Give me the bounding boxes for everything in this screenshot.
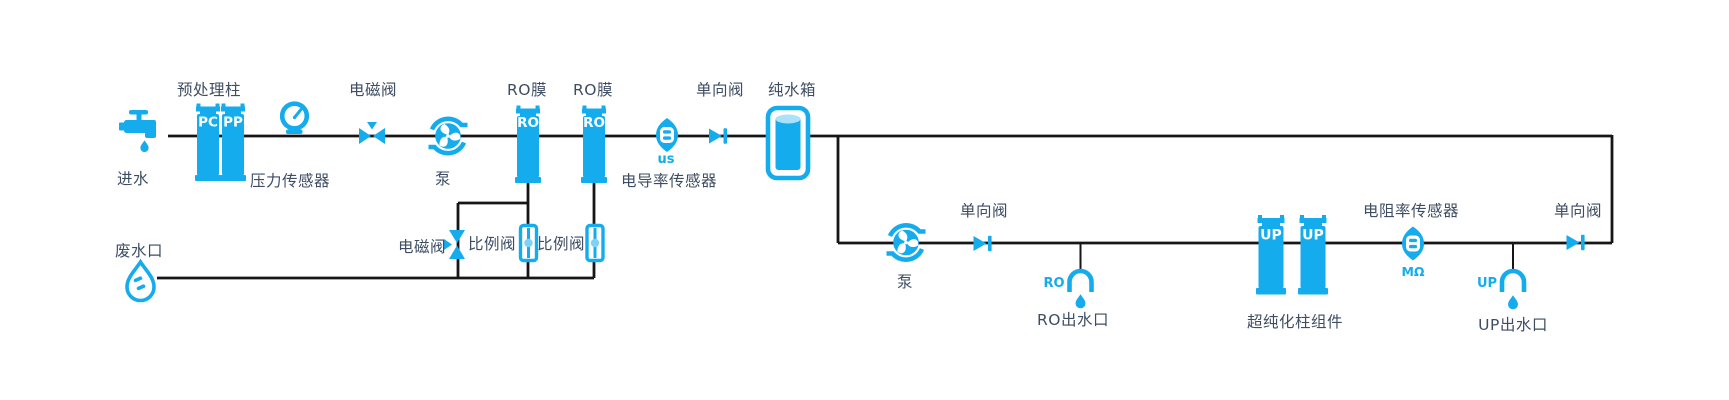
waste-drop-icon <box>125 258 156 303</box>
label-ro-outlet: RO出水口 <box>1037 311 1109 329</box>
label-ro-membrane-2: RO膜 <box>573 81 613 99</box>
up-column-2-icon: UP <box>1298 215 1328 295</box>
label-check-top: 单向阀 <box>695 81 745 99</box>
label-solenoid-top: 电磁阀 <box>348 81 398 99</box>
label-check-mid: 单向阀 <box>959 202 1009 220</box>
label-waste-outlet: 废水口 <box>114 242 164 260</box>
label-up-module: 超纯化柱组件 <box>1246 313 1344 331</box>
pretreatment-column-pp: PP <box>220 103 246 181</box>
label-up-outlet: UP出水口 <box>1478 316 1548 334</box>
proportional-valve-1-icon <box>518 223 539 263</box>
ro-membrane-1-icon: RO <box>515 105 541 183</box>
label-conductivity: 电导率传感器 <box>620 172 718 190</box>
label-tank: 纯水箱 <box>767 81 817 99</box>
solenoid-valve-bottom-icon <box>444 230 465 259</box>
pressure-gauge-icon <box>279 101 310 134</box>
ro-badge-2: RO <box>583 115 605 131</box>
label-inlet: 进水 <box>116 170 150 188</box>
pure-water-tank-icon <box>765 105 811 181</box>
up-badge-2: UP <box>1302 228 1324 244</box>
label-prop-valve-2: 比例阀 <box>536 235 586 253</box>
pp-badge: PP <box>223 115 243 131</box>
label-pump-bottom: 泵 <box>896 273 914 291</box>
label-check-right: 单向阀 <box>1553 202 1603 220</box>
check-valve-mid-icon <box>973 235 992 252</box>
resistivity-unit-badge: MΩ <box>1401 264 1424 279</box>
resistivity-sensor-icon: MΩ <box>1401 226 1425 279</box>
check-valve-right-icon <box>1566 234 1585 251</box>
label-prop-valve-1: 比例阀 <box>467 235 517 253</box>
up-column-1-icon: UP <box>1256 215 1286 295</box>
label-ro-membrane-1: RO膜 <box>507 81 547 99</box>
ro-membrane-2-icon: RO <box>581 105 607 183</box>
label-pretreatment: 预处理柱 <box>176 81 242 99</box>
label-pressure-sensor: 压力传感器 <box>249 172 331 190</box>
pipe-lines <box>157 134 1614 280</box>
up-tap-badge: UP <box>1477 276 1497 291</box>
check-valve-top-icon <box>709 128 728 144</box>
ro-badge-1: RO <box>517 115 539 131</box>
label-solenoid-bottom: 电磁阀 <box>397 238 447 256</box>
pc-badge: PC <box>198 115 218 131</box>
conductivity-unit-badge: us <box>658 152 675 167</box>
ro-tap-badge: RO <box>1043 276 1064 291</box>
pretreatment-column-pc: PC <box>195 103 221 181</box>
ro-outlet-tap-icon: RO <box>1043 271 1091 309</box>
label-resistivity: 电阻率传感器 <box>1362 202 1460 220</box>
conductivity-sensor-icon: us <box>656 118 678 167</box>
solenoid-valve-top-icon <box>359 122 385 144</box>
proportional-valve-2-icon <box>585 223 605 263</box>
up-outlet-tap-icon: UP <box>1477 271 1524 310</box>
label-pump-top: 泵 <box>434 170 452 188</box>
inlet-faucet-icon <box>119 110 156 153</box>
up-badge-1: UP <box>1260 228 1282 244</box>
